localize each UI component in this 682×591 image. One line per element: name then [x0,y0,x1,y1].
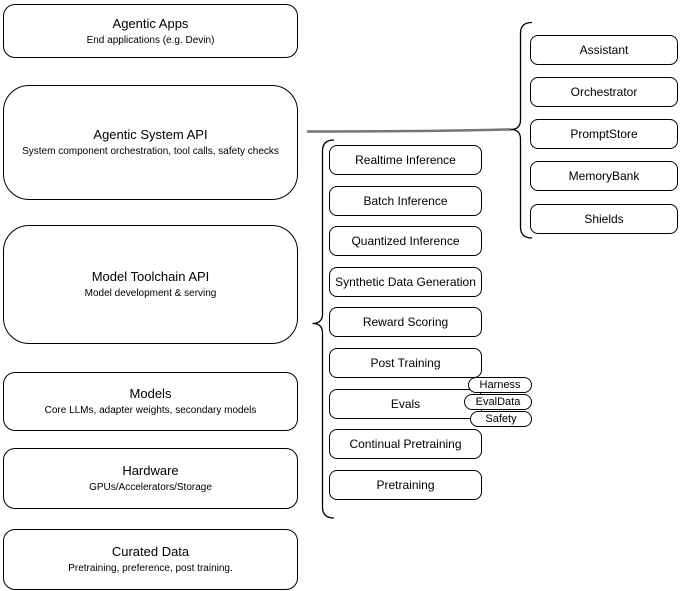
node-title: Curated Data [111,544,190,559]
node-title: Agentic Apps [112,15,189,31]
component-assistant: Assistant [530,35,678,65]
pill-evaldata: EvalData [464,394,532,410]
service-continual-pretraining: Continual Pretraining [329,429,482,459]
component-promptstore: PromptStore [530,119,678,149]
service-reward-scoring: Reward Scoring [329,307,482,337]
component-shields: Shields [530,204,678,234]
system-components-brace [510,21,533,239]
node-subtitle: Core LLMs, adapter weights, secondary mo… [44,405,257,416]
service-batch-inference: Batch Inference [329,186,482,216]
service-evals: Evals [329,389,482,419]
system-api-connector-line [306,128,511,133]
node-curated-data: Curated Data Pretraining, preference, po… [3,529,298,590]
node-subtitle: End applications (e.g. Devin) [86,34,215,46]
node-agentic-system-api: Agentic System API System component orch… [3,85,298,200]
node-hardware: Hardware GPUs/Accelerators/Storage [3,448,298,509]
pill-harness: Harness [468,377,532,393]
node-model-toolchain-api: Model Toolchain API Model development & … [3,225,298,344]
service-quantized-inference: Quantized Inference [329,226,482,256]
component-memorybank: MemoryBank [530,161,678,191]
node-title: Agentic System API [93,127,208,142]
node-subtitle: Pretraining, preference, post training. [68,563,233,574]
service-synthetic-data-generation: Synthetic Data Generation [329,267,482,297]
service-post-training: Post Training [329,348,482,378]
node-subtitle: GPUs/Accelerators/Storage [89,482,212,493]
service-pretraining: Pretraining [329,470,482,500]
node-models: Models Core LLMs, adapter weights, secon… [3,372,298,431]
pill-safety: Safety [470,411,532,427]
node-title: Models [129,386,172,401]
node-agentic-apps: Agentic Apps End applications (e.g. Devi… [3,4,298,58]
node-subtitle: System component orchestration, tool cal… [22,146,279,157]
node-title: Hardware [122,463,179,478]
node-subtitle: Model development & serving [84,288,217,299]
node-title: Model Toolchain API [91,269,210,284]
component-orchestrator: Orchestrator [530,77,678,107]
service-realtime-inference: Realtime Inference [329,145,482,175]
